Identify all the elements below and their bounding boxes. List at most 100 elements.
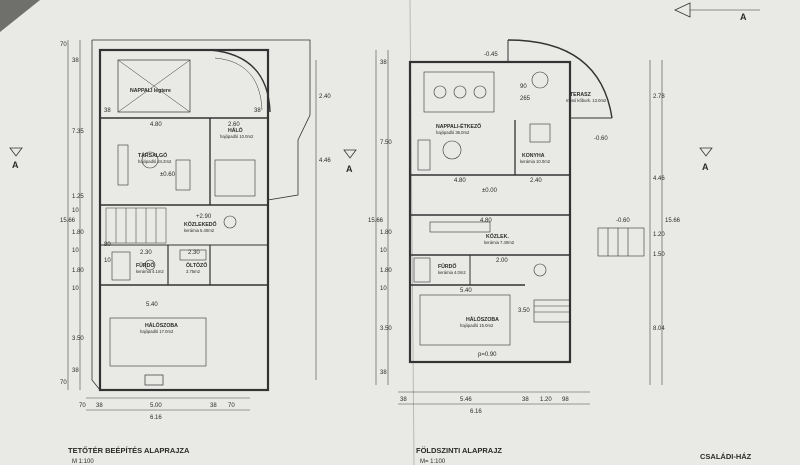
ground-room-labels: NAPPALI-ÉTKEZŐ hajópadló 36.0m2 TERASZ m… (436, 92, 607, 328)
dim-label: 38 (72, 58, 79, 64)
dim-label: 38 (104, 108, 111, 114)
dim-label: 6.16 (470, 409, 482, 415)
dim-label: 38 (72, 368, 79, 374)
dim-label: 5.40 (146, 302, 158, 308)
attic-plan-scale: M 1:100 (72, 459, 94, 465)
dim-label: 1.80 (380, 230, 392, 236)
attic-room-name: TÁRSALGÓ (138, 151, 167, 159)
dim-label: 5.40 (460, 288, 472, 294)
attic-dimension-lines (67, 40, 317, 411)
ground-dimension-lines (375, 50, 663, 405)
dim-label: 38 (522, 397, 529, 403)
dim-label: 2.60 (228, 122, 240, 128)
attic-plan-title: TETŐTÉR BEÉPÍTÉS ALAPRAJZA (68, 446, 190, 455)
section-marker-label: A (740, 12, 747, 22)
dim-label: 15.66 (368, 218, 384, 224)
ground-dims-bottom: 38 5.46 38 1.20 98 6.16 (400, 397, 569, 415)
attic-room-name: ÖLTÖZŐ (186, 262, 207, 269)
dim-label: 70 (60, 380, 67, 386)
dim-label: 3.50 (518, 308, 530, 314)
dim-label: 8.04 (653, 326, 665, 332)
dim-label: 10 (104, 258, 111, 264)
ground-room-name: HÁLÓSZOBA (466, 315, 499, 323)
attic-room-name: HÁLÓSZOBA (145, 321, 178, 329)
section-marker-right: A (699, 147, 713, 172)
section-marker-label: A (12, 160, 19, 170)
dim-label: 2.40 (530, 178, 542, 184)
dim-label: 10 (72, 248, 79, 254)
dim-label: 15.66 (60, 218, 76, 224)
attic-dims-right: 2.40 4.46 (319, 94, 331, 164)
attic-plan (91, 39, 311, 392)
dim-label: 1.80 (72, 230, 84, 236)
ground-dims-inner: -0.45 -0.60 4.80 2.40 4.80 2.00 5.40 ±0.… (454, 52, 630, 358)
ground-room-sub: hajópadló 36.0m2 (436, 130, 470, 135)
dim-label: 70 (60, 42, 67, 48)
dim-label: 4.46 (319, 158, 331, 164)
dim-label: 38 (380, 370, 387, 376)
section-marker-label: A (346, 164, 353, 174)
attic-room-labels: NAPPALI légtere TÁRSALGÓ hajópadló 24.2m… (130, 88, 254, 334)
dim-label: 98 (562, 397, 569, 403)
ground-room-sub: mosó kőburk. 13.0m2 (566, 98, 607, 103)
ground-room-name: NAPPALI-ÉTKEZŐ (436, 122, 481, 130)
attic-room-sub: hajópadló 10.0m2 (220, 134, 254, 139)
dim-label: ±0.00 (482, 188, 498, 194)
dim-label: 1.80 (72, 268, 84, 274)
attic-dims-left: 70 38 7.35 15.66 1.25 10 1.80 10 1.80 10… (60, 42, 84, 386)
dim-label: 4.46 (653, 176, 665, 182)
dim-label: 1.20 (653, 232, 665, 238)
ground-room-name: TERASZ (570, 92, 592, 98)
dim-label: -0.60 (616, 218, 630, 224)
ground-plan (408, 39, 645, 364)
dim-label: 6.16 (150, 415, 162, 421)
dim-label: 80 (104, 242, 111, 248)
ground-room-name: KÖZLEK. (486, 233, 509, 240)
dim-label: 2.40 (319, 94, 331, 100)
dim-label: 90 (520, 84, 527, 90)
ground-room-sub: kerámia 7.40m2 (484, 240, 515, 245)
house-title: CSALÁDI-HÁZ (700, 452, 752, 461)
section-marker-left: A (9, 147, 23, 170)
ground-room-name: FÜRDŐ (438, 263, 456, 270)
attic-room-name: KÖZLEKEDŐ (184, 221, 217, 228)
attic-room-sub: kerámia 4.1m2 (136, 269, 164, 274)
dim-label: 38 (96, 403, 103, 409)
dim-label: 10 (72, 286, 79, 292)
dim-label: 70 (79, 403, 86, 409)
dim-label: 5.46 (460, 397, 472, 403)
section-marker-top: A (674, 2, 760, 22)
dim-label: 2.30 (188, 250, 200, 256)
dim-label: 2.00 (496, 258, 508, 264)
ground-dims-left: 38 7.50 15.66 1.80 10 1.80 10 3.50 38 (368, 60, 392, 376)
ground-plan-title: FÖLDSZINTI ALAPRAJZ (416, 446, 502, 455)
ground-room-sub: hajópadló 15.0m2 (460, 323, 494, 328)
attic-room-name: NAPPALI légtere (130, 88, 171, 94)
ground-room-sub: kerámia 4.0m2 (438, 270, 466, 275)
paper-shadow (0, 0, 40, 32)
dim-label: 1.50 (653, 252, 665, 258)
drawing-titles: TETŐTÉR BEÉPÍTÉS ALAPRAJZA M 1:100 FÖLDS… (68, 446, 752, 465)
dim-label: 10 (380, 248, 387, 254)
attic-dims-inner: 4.80 2.60 38 38 2.30 2.30 5.40 10 80 ±0.… (104, 108, 261, 308)
dim-label: 15.66 (665, 218, 681, 224)
dim-label: 3.50 (380, 326, 392, 332)
dim-label: +2.90 (196, 214, 212, 220)
dim-label: 38 (380, 60, 387, 66)
ground-plan-scale: M= 1:100 (420, 459, 446, 465)
dim-label: 1.20 (540, 397, 552, 403)
dim-label: 3.50 (72, 336, 84, 342)
attic-room-sub: hajópadló 24.2m2 (138, 159, 172, 164)
dim-label: 265 (520, 96, 531, 102)
attic-room-name: FÜRDŐ (136, 262, 154, 269)
dim-label: 38 (400, 397, 407, 403)
dim-label: 2.78 (653, 94, 665, 100)
dim-label: 5.00 (150, 403, 162, 409)
dim-label: 4.80 (454, 178, 466, 184)
dim-label: 10 (380, 286, 387, 292)
dim-label: 1.80 (380, 268, 392, 274)
ground-room-name: KONYHA (522, 153, 545, 159)
dim-label: 70 (228, 403, 235, 409)
